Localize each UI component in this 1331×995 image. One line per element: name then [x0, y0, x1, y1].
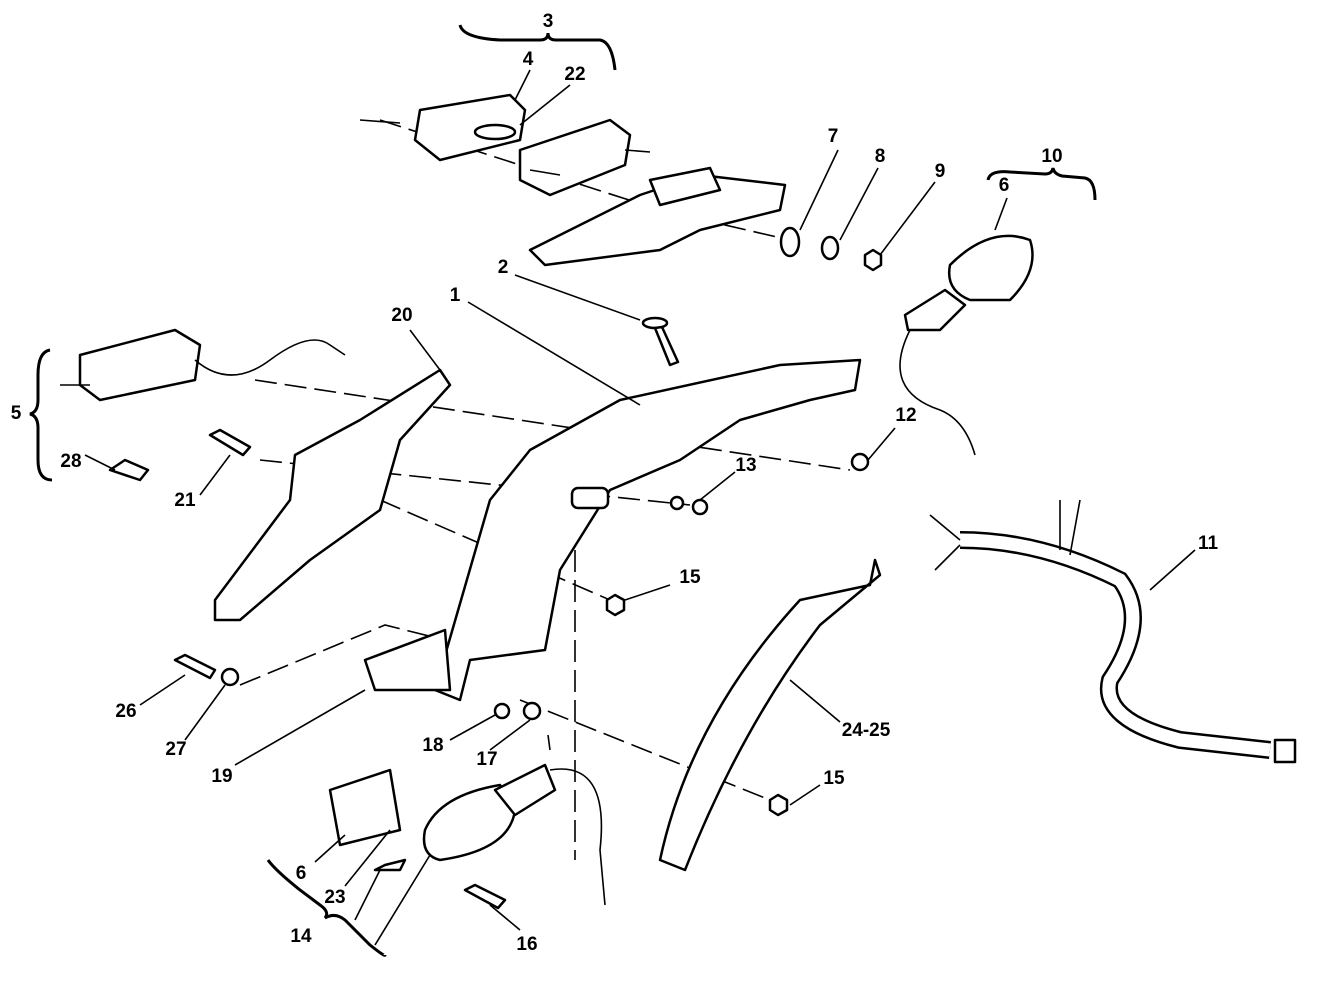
part-reflector-19[interactable] — [363, 628, 452, 692]
label-26: 26 — [115, 701, 136, 722]
label-1: 1 — [450, 285, 461, 306]
label-21: 21 — [174, 490, 196, 511]
part-screw-2[interactable] — [641, 316, 680, 367]
label-22: 22 — [564, 64, 585, 85]
part-wiring-harness-11[interactable] — [929, 499, 1297, 764]
label-7: 7 — [828, 126, 839, 147]
label-6: 6 — [999, 175, 1010, 196]
label-3: 3 — [543, 11, 554, 32]
label-9: 9 — [935, 161, 946, 182]
label-12: 12 — [895, 405, 916, 426]
label-23: 23 — [324, 887, 345, 908]
label-20: 20 — [391, 305, 412, 326]
label-6: 6 — [296, 863, 307, 884]
label-8: 8 — [875, 146, 886, 167]
group-braces — [29, 24, 1097, 957]
label-16: 16 — [516, 934, 537, 955]
part-grommet-7-8-9[interactable] — [779, 226, 883, 272]
label-19: 19 — [211, 766, 232, 787]
label-4: 4 — [523, 49, 534, 70]
part-turn-signal-10[interactable] — [899, 234, 1034, 456]
part-mudguard-1[interactable] — [433, 358, 862, 702]
part-plate-light-5[interactable] — [78, 328, 346, 482]
label-27: 27 — [165, 739, 186, 760]
label-2: 2 — [498, 257, 509, 278]
callout-labels: 1 2 3 4 5 6 6 7 8 9 10 11 12 13 14 15 15… — [11, 11, 1219, 955]
label-28: 28 — [60, 451, 81, 472]
leader-lines — [60, 69, 1196, 946]
label-11: 11 — [1198, 533, 1219, 554]
label-17: 17 — [476, 749, 497, 770]
small-fasteners[interactable] — [173, 428, 870, 910]
part-plate-holder-20[interactable] — [213, 368, 452, 622]
part-turn-signal-14[interactable] — [328, 763, 606, 906]
label-14: 14 — [290, 926, 312, 947]
label-15: 15 — [823, 768, 845, 789]
part-tail-light-3[interactable] — [359, 93, 651, 197]
label-15: 15 — [679, 567, 701, 588]
part-bracket[interactable] — [528, 166, 787, 267]
label-13: 13 — [735, 455, 756, 476]
label-5: 5 — [11, 403, 22, 424]
label-24-25: 24-25 — [842, 720, 891, 741]
part-stay-24-25[interactable] — [658, 558, 882, 872]
label-18: 18 — [422, 735, 443, 756]
label-10: 10 — [1041, 146, 1062, 167]
